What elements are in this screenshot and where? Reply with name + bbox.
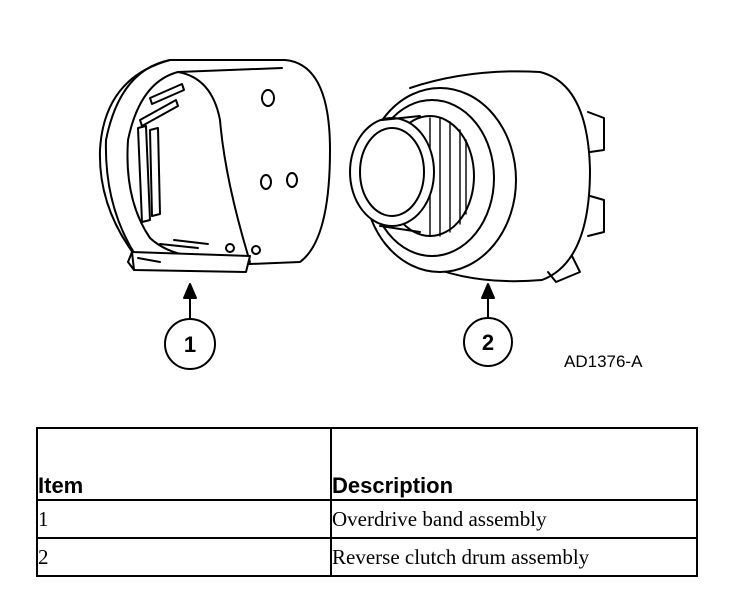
row-description: Reverse clutch drum assembly xyxy=(330,537,698,577)
reverse-clutch-drum-drawing xyxy=(349,70,605,283)
parts-drawing: 1 2 xyxy=(98,59,605,370)
callout-arrow-1 xyxy=(183,283,197,319)
overdrive-band-drawing xyxy=(98,59,331,273)
callout-circle-2 xyxy=(463,317,513,367)
callout-circle-1 xyxy=(164,318,216,370)
table-row: 1 Overdrive band assembly xyxy=(36,499,698,539)
figure-code: AD1376-A xyxy=(564,352,643,371)
parts-illustration: 1 2 AD1376-A xyxy=(98,59,643,371)
table-row: 2 Reverse clutch drum assembly xyxy=(36,537,698,577)
parts-table: Item Description 1 Overdrive band assemb… xyxy=(36,427,698,577)
callout-arrow-2 xyxy=(481,283,495,319)
table-header-row: Item Description xyxy=(36,427,698,501)
row-item-number: 1 xyxy=(36,499,332,539)
header-item: Item xyxy=(36,427,332,501)
callout-label-1: 1 xyxy=(184,332,196,357)
row-item-number: 2 xyxy=(36,537,332,577)
row-description: Overdrive band assembly xyxy=(330,499,698,539)
callout-label-2: 2 xyxy=(482,330,494,355)
header-description: Description xyxy=(330,427,698,501)
